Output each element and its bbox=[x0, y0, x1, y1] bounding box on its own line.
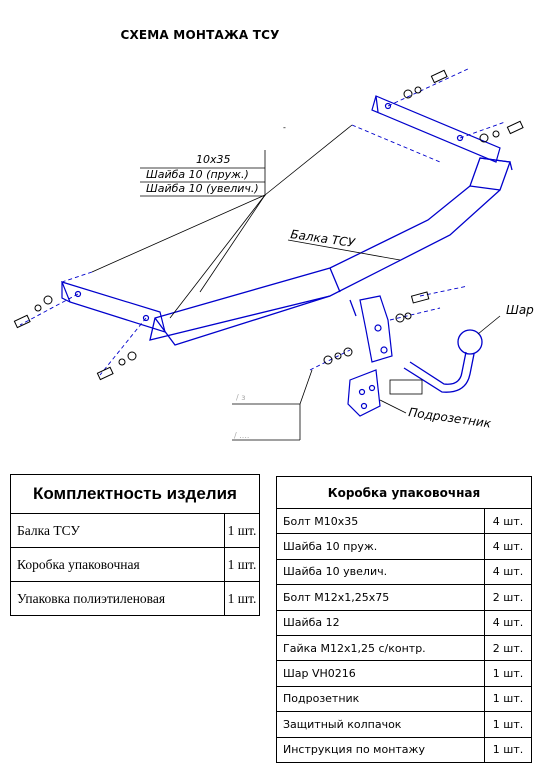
table-row: Шайба 10 пруж.4 шт. bbox=[276, 533, 532, 560]
table-row: Гайка М12x1,25 с/контр.2 шт. bbox=[276, 634, 532, 662]
box-item-qty: 4 шт. bbox=[484, 507, 532, 535]
left-bracket bbox=[60, 281, 166, 333]
box-item-name: Шайба 10 пруж. bbox=[276, 533, 485, 560]
kit-item-qty: 1 шт. bbox=[224, 547, 260, 582]
bolt-set-top bbox=[403, 69, 524, 143]
socket-label: Подрозетник bbox=[408, 405, 493, 431]
box-item-name: Шайба 12 bbox=[276, 609, 485, 636]
kit-item-name: Коробка упаковочная bbox=[10, 547, 225, 582]
kit-item-name: Упаковка полиэтиленовая bbox=[10, 581, 225, 616]
kit-item-qty: 1 шт. bbox=[224, 513, 260, 548]
box-item-name: Подрозетник bbox=[276, 685, 485, 713]
kit-item-name: Балка ТСУ bbox=[10, 513, 225, 548]
bolt-set-left bbox=[13, 295, 137, 381]
box-item-name: Гайка М12x1,25 с/контр. bbox=[276, 634, 485, 662]
bolt-label: 10x35 bbox=[196, 153, 231, 166]
mark-dash: - bbox=[283, 123, 286, 132]
tow-beam bbox=[149, 157, 513, 346]
ball-mount-plate bbox=[359, 295, 393, 363]
box-item-qty: 1 шт. bbox=[484, 736, 532, 763]
box-item-qty: 4 шт. bbox=[484, 558, 532, 586]
box-item-name: Инструкция по монтажу bbox=[276, 736, 485, 763]
box-item-name: Шайба 10 увелич. bbox=[276, 558, 485, 586]
callout-artifact: / .... bbox=[234, 431, 249, 440]
box-item-name: Защитный колпачок bbox=[276, 711, 485, 738]
box-item-qty: 4 шт. bbox=[484, 533, 532, 560]
table-row: Шайба 10 увелич.4 шт. bbox=[276, 558, 532, 586]
washer-big-label: Шайба 10 (увелич.) bbox=[146, 182, 259, 195]
right-bracket bbox=[371, 95, 501, 163]
page-title: СХЕМА МОНТАЖА ТСУ bbox=[120, 28, 280, 42]
callout-artifact: / з bbox=[236, 393, 246, 402]
box-item-qty: 4 шт. bbox=[484, 609, 532, 636]
box-item-qty: 1 шт. bbox=[484, 685, 532, 713]
mounting-diagram: / з / .... - 10x35 Шайба 10 (пруж.) Шайб… bbox=[13, 67, 534, 441]
kit-table: Комплектность изделия Балка ТСУ 1 шт. Ко… bbox=[10, 474, 260, 616]
washer-spring-label: Шайба 10 (пруж.) bbox=[146, 168, 249, 181]
table-row: Коробка упаковочная 1 шт. bbox=[10, 547, 260, 582]
mounting-guides bbox=[19, 67, 506, 376]
kit-header-row: Комплектность изделия bbox=[10, 474, 260, 514]
box-item-qty: 1 шт. bbox=[484, 660, 532, 687]
box-header: Коробка упаковочная bbox=[276, 476, 532, 509]
box-item-name: Болт М10x35 bbox=[276, 507, 485, 535]
table-row: Упаковка полиэтиленовая 1 шт. bbox=[10, 581, 260, 616]
kit-item-qty: 1 шт. bbox=[224, 581, 260, 616]
box-item-qty: 1 шт. bbox=[484, 711, 532, 738]
box-item-name: Шар VH0216 bbox=[276, 660, 485, 687]
leader-lines bbox=[91, 124, 501, 441]
box-item-qty: 2 шт. bbox=[484, 634, 532, 662]
bolt-set-mount bbox=[323, 291, 430, 365]
box-header-row: Коробка упаковочная bbox=[276, 476, 532, 509]
kit-header: Комплектность изделия bbox=[10, 474, 260, 514]
table-row: Балка ТСУ 1 шт. bbox=[10, 513, 260, 548]
socket-bracket bbox=[347, 369, 381, 417]
tow-ball bbox=[389, 329, 483, 395]
box-item-name: Болт М12x1,25x75 bbox=[276, 584, 485, 611]
box-item-qty: 2 шт. bbox=[484, 584, 532, 611]
ball-label: Шар bbox=[506, 303, 534, 317]
